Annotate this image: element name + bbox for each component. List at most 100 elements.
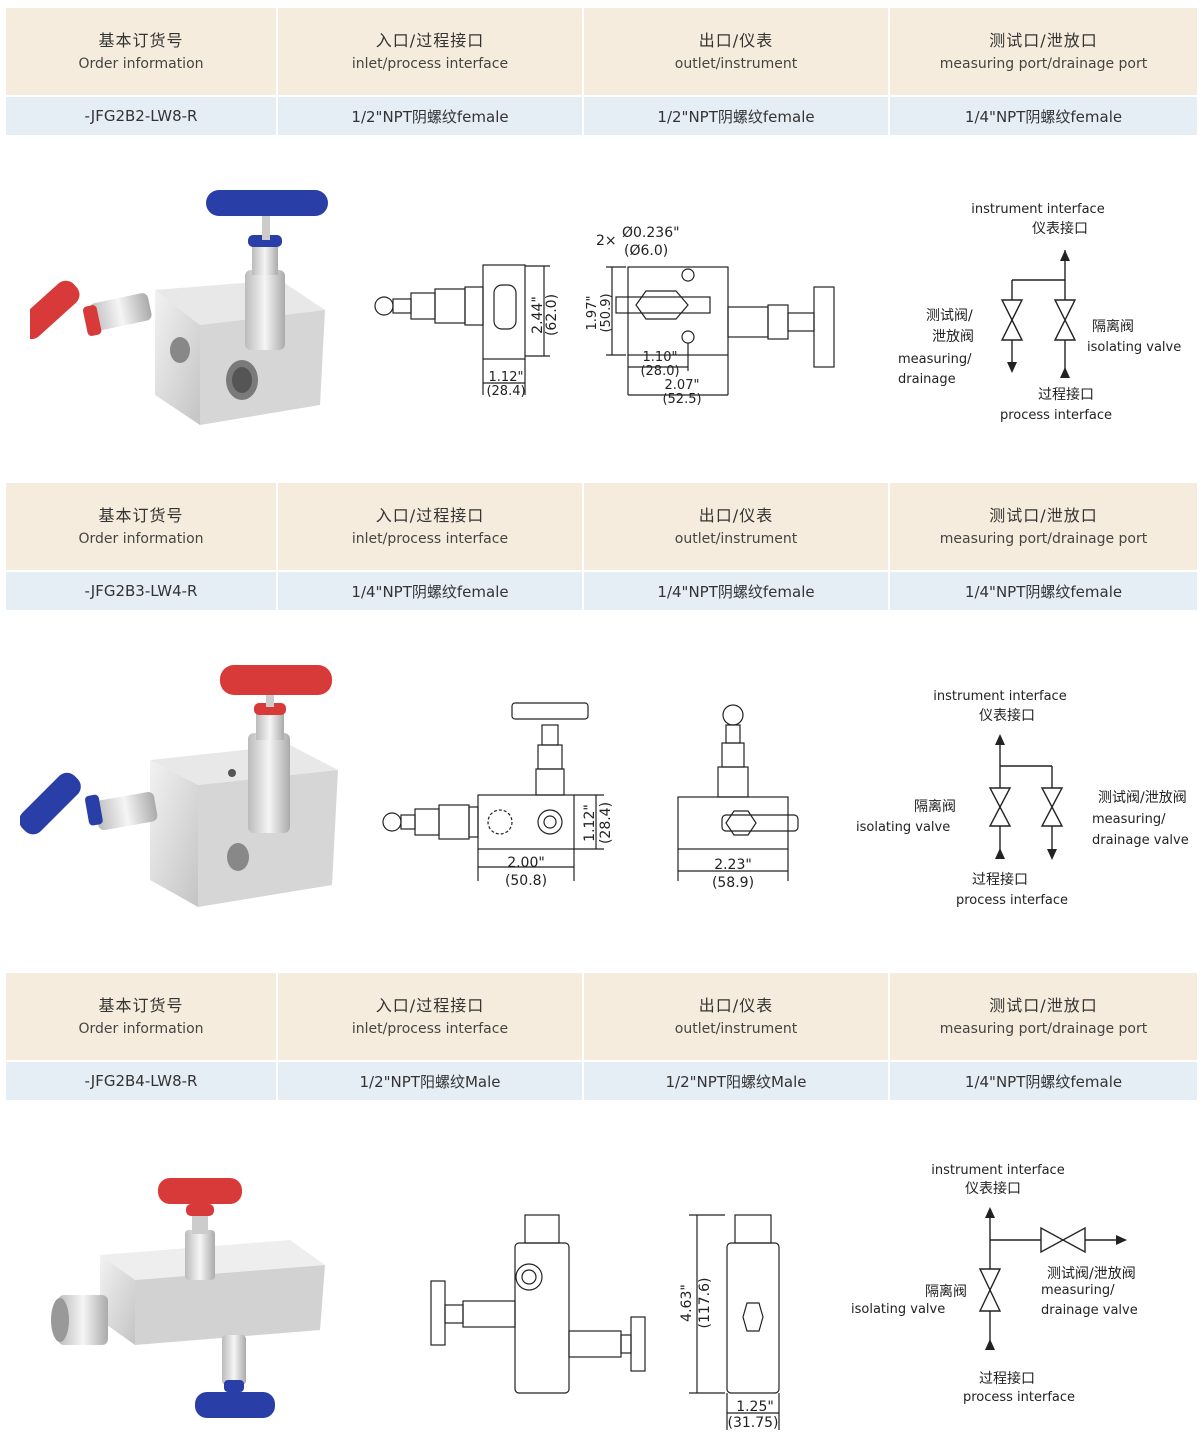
order-code: -JFG2B3-LW4-R <box>6 572 278 610</box>
header-order-zh: 基本订货号 <box>98 30 184 50</box>
dim-label: 2.00" <box>507 855 545 871</box>
dim-label: (Ø6.0) <box>624 243 668 259</box>
header-inlet: 入口/过程接口 inlet/process interface <box>278 483 584 570</box>
header-port-zh: 测试口/泄放口 <box>989 995 1098 1015</box>
label-process-en: process interface <box>1000 408 1112 423</box>
dim-label: 1.97" <box>585 296 600 331</box>
table-header: 基本订货号 Order information 入口/过程接口 inlet/proc… <box>6 483 1197 570</box>
dim-label: 2.44" <box>530 296 546 334</box>
label-test-zh: 测试阀/泄放阀 <box>1098 790 1187 806</box>
schematic-1: instrument interface 仪表接口 测试阀/ 泄放阀 measu… <box>898 202 1181 423</box>
label-isolating-zh: 隔离阀 <box>1092 318 1134 335</box>
header-order: 基本订货号 Order information <box>6 8 278 95</box>
header-order: 基本订货号 Order information <box>6 973 278 1060</box>
dim-label: (28.4) <box>486 384 525 399</box>
label-measuring-en: measuring/ <box>1041 1283 1115 1298</box>
dim-label: (52.5) <box>662 392 701 407</box>
label-isolating-zh: 隔离阀 <box>925 1283 967 1300</box>
port-spec: 1/4"NPT阴螺纹female <box>964 582 1123 601</box>
header-port-en: measuring port/drainage port <box>939 1020 1148 1037</box>
header-outlet-zh: 出口/仪表 <box>698 995 774 1015</box>
schematic-2: instrument interface 仪表接口 隔离阀 isolating … <box>856 689 1189 908</box>
label-isolating-en: isolating valve <box>1087 340 1181 355</box>
dim-label: Ø0.236" <box>622 225 680 241</box>
dim-label: (28.4) <box>598 802 614 844</box>
dim-label: 4.63" <box>679 1284 695 1322</box>
port-spec: 1/4"NPT阴螺纹female <box>964 107 1123 126</box>
header-outlet-zh: 出口/仪表 <box>698 505 774 525</box>
label-instrument-zh: 仪表接口 <box>979 707 1035 724</box>
header-outlet-zh: 出口/仪表 <box>698 30 774 50</box>
label-process-en: process interface <box>963 1390 1075 1405</box>
header-inlet-en: inlet/process interface <box>351 530 509 547</box>
table-header: 基本订货号 Order information 入口/过程接口 inlet/proc… <box>6 8 1197 95</box>
label-measuring-en: measuring/ <box>898 352 972 367</box>
label-instrument-en: instrument interface <box>933 689 1066 704</box>
header-inlet-zh: 入口/过程接口 <box>375 30 485 50</box>
header-outlet: 出口/仪表 outlet/instrument <box>584 483 890 570</box>
outlet-spec: 1/2"NPT阳螺纹Male <box>584 1062 890 1100</box>
product-photo-2 <box>20 665 338 907</box>
order-code: -JFG2B4-LW8-R <box>6 1062 278 1100</box>
header-inlet-zh: 入口/过程接口 <box>375 995 485 1015</box>
label-drainage-valve-en: drainage valve <box>1092 833 1189 848</box>
label-isolating-en: isolating valve <box>856 820 950 835</box>
table-row: -JFG2B4-LW8-R 1/2"NPT阳螺纹Male 1/2"NPT阳螺纹M… <box>6 1062 1197 1100</box>
dim-label: (117.6) <box>697 1277 713 1328</box>
header-inlet: 入口/过程接口 inlet/process interface <box>278 8 584 95</box>
label-instrument-en: instrument interface <box>931 1163 1064 1178</box>
label-process-zh: 过程接口 <box>972 871 1028 888</box>
label-measuring-en: measuring/ <box>1092 812 1166 827</box>
dim-label: (62.0) <box>544 294 560 336</box>
header-order-zh: 基本订货号 <box>98 995 184 1015</box>
header-inlet-zh: 入口/过程接口 <box>375 505 485 525</box>
dimension-drawing-1: 2.44" (62.0) 1.12" (28.4) 2× Ø0.236" (Ø6… <box>374 225 835 407</box>
header-inlet: 入口/过程接口 inlet/process interface <box>278 973 584 1060</box>
order-table-3: 基本订货号 Order information 入口/过程接口 inlet/proc… <box>6 973 1197 1100</box>
dim-label: (28.0) <box>640 364 679 379</box>
header-inlet-en: inlet/process interface <box>351 1020 509 1037</box>
header-order-en: Order information <box>78 55 204 72</box>
label-test-zh: 测试阀/ <box>926 308 973 324</box>
label-test-zh: 测试阀/泄放阀 <box>1047 1266 1136 1282</box>
header-inlet-en: inlet/process interface <box>351 55 509 72</box>
label-process-en: process interface <box>956 893 1068 908</box>
table-header: 基本订货号 Order information 入口/过程接口 inlet/proc… <box>6 973 1197 1060</box>
label-instrument-en: instrument interface <box>971 202 1104 217</box>
product-photo-3 <box>51 1178 325 1418</box>
label-drainage-en: drainage <box>898 372 956 387</box>
inlet-spec: 1/4"NPT阴螺纹female <box>278 572 584 610</box>
dim-label: 1.12" <box>582 804 598 842</box>
header-outlet-en: outlet/instrument <box>674 530 798 547</box>
inlet-spec: 1/2"NPT阳螺纹Male <box>278 1062 584 1100</box>
table-row: -JFG2B2-LW8-R 1/2"NPT阴螺纹female 1/2"NPT阴螺… <box>6 97 1197 135</box>
order-table-2: 基本订货号 Order information 入口/过程接口 inlet/proc… <box>6 483 1197 610</box>
dim-label: (31.75) <box>727 1415 778 1431</box>
header-outlet: 出口/仪表 outlet/instrument <box>584 973 890 1060</box>
dimension-drawing-3: 4.63" (117.6) 1.25" (31.75) <box>430 1214 780 1431</box>
inlet-spec: 1/2"NPT阴螺纹female <box>278 97 584 135</box>
header-port-en: measuring port/drainage port <box>939 55 1148 72</box>
label-drainage-valve-en: drainage valve <box>1041 1303 1138 1318</box>
dimension-drawing-2: 1.12" (28.4) 2.00" (50.8) 2.23" (58.9) <box>382 702 799 891</box>
table-row: -JFG2B3-LW4-R 1/4"NPT阴螺纹female 1/4"NPT阴螺… <box>6 572 1197 610</box>
dim-label: (50.8) <box>505 873 547 889</box>
dim-label: 1.10" <box>643 350 678 365</box>
header-outlet-en: outlet/instrument <box>674 1020 798 1037</box>
dim-label: 2.23" <box>714 857 752 873</box>
schematic-3: instrument interface 仪表接口 隔离阀 isolating … <box>851 1163 1138 1405</box>
header-order-en: Order information <box>78 530 204 547</box>
header-order-en: Order information <box>78 1020 204 1037</box>
header-order-zh: 基本订货号 <box>98 505 184 525</box>
outlet-spec: 1/2"NPT阴螺纹female <box>584 97 890 135</box>
order-table-1: 基本订货号 Order information 入口/过程接口 inlet/proc… <box>6 8 1197 135</box>
dim-label: 2× <box>596 233 617 249</box>
product-photo-1 <box>30 190 328 425</box>
outlet-spec: 1/4"NPT阴螺纹female <box>584 572 890 610</box>
label-process-zh: 过程接口 <box>979 1370 1035 1387</box>
label-test-zh: 泄放阀 <box>932 329 974 345</box>
dim-label: 1.12" <box>489 370 524 385</box>
label-instrument-zh: 仪表接口 <box>1032 220 1088 237</box>
dim-label: (50.9) <box>599 293 614 332</box>
